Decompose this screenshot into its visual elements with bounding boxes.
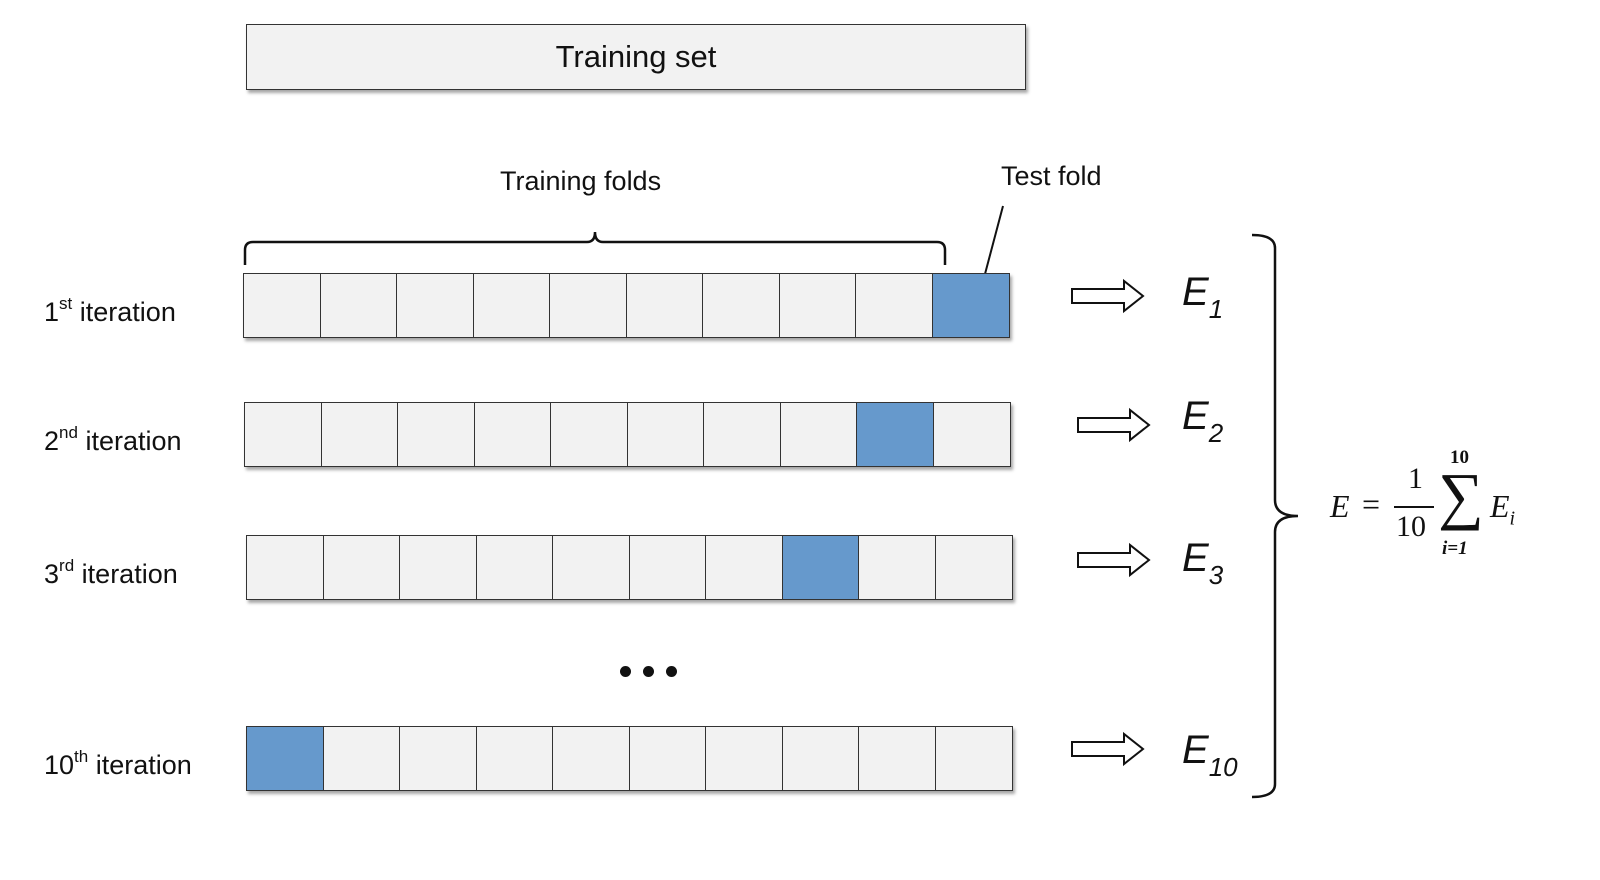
- training-fold-cell: [705, 535, 783, 600]
- fold-row-3: [246, 535, 1013, 600]
- training-fold-cell: [399, 726, 477, 791]
- training-fold-cell: [779, 402, 858, 467]
- right-arrow-icon: [1071, 278, 1145, 314]
- training-fold-cell: [322, 726, 401, 791]
- iteration-label-2: 2nd iteration: [44, 423, 182, 456]
- training-folds-label: Training folds: [500, 166, 662, 196]
- fraction-bar: [1394, 506, 1434, 508]
- right-arrow-icon: [1071, 731, 1145, 767]
- formula-numerator: 1: [1408, 462, 1423, 495]
- training-fold-cell: [396, 273, 474, 338]
- training-fold-cell: [858, 726, 936, 791]
- fold-row-1: [243, 273, 1010, 338]
- training-fold-cell: [703, 402, 781, 467]
- training-set-box: Training set: [246, 24, 1026, 90]
- training-fold-cell: [475, 535, 554, 600]
- training-set-label: Training set: [555, 39, 717, 74]
- training-fold-cell: [934, 726, 1013, 791]
- error-label-10: E10: [1182, 728, 1238, 782]
- fold-row-2: [244, 402, 1011, 467]
- iteration-label-10: 10th iteration: [44, 747, 192, 780]
- ellipsis-dot: [643, 666, 654, 677]
- training-fold-cell: [243, 273, 321, 338]
- training-fold-cell: [473, 402, 552, 467]
- training-fold-cell: [626, 402, 705, 467]
- training-fold-cell: [322, 535, 401, 600]
- error-label-1: E1: [1182, 270, 1224, 324]
- test-fold-cell: [246, 726, 324, 791]
- training-fold-cell: [628, 726, 707, 791]
- ellipsis-dot: [620, 666, 631, 677]
- training-fold-cell: [855, 273, 933, 338]
- formula-equals: =: [1362, 486, 1381, 522]
- training-fold-cell: [472, 273, 551, 338]
- formula-lhs: E: [1330, 488, 1350, 524]
- test-fold-pointer: [984, 205, 1004, 275]
- training-fold-cell: [475, 726, 554, 791]
- training-fold-cell: [552, 535, 630, 600]
- fold-row-10: [246, 726, 1013, 791]
- test-fold-cell: [856, 402, 934, 467]
- iteration-label-3: 3rd iteration: [44, 556, 178, 589]
- formula-term: Ei: [1490, 488, 1516, 530]
- training-fold-cell: [552, 726, 630, 791]
- right-arrow-icon: [1077, 407, 1151, 443]
- training-fold-cell: [932, 402, 1011, 467]
- error-label-3: E3: [1182, 536, 1224, 590]
- test-fold-cell: [781, 535, 860, 600]
- training-folds-brace: [243, 231, 947, 265]
- training-fold-cell: [550, 402, 628, 467]
- ellipsis-dots: [620, 666, 677, 677]
- training-fold-cell: [934, 535, 1013, 600]
- training-fold-cell: [858, 535, 936, 600]
- training-fold-cell: [702, 273, 780, 338]
- training-fold-cell: [628, 535, 707, 600]
- training-fold-cell: [320, 402, 399, 467]
- sum-upper-limit: 10: [1450, 447, 1469, 468]
- training-fold-cell: [244, 402, 322, 467]
- training-fold-cell: [399, 535, 477, 600]
- iteration-label-1: 1st iteration: [44, 294, 176, 327]
- test-fold-label: Test fold: [1001, 161, 1102, 191]
- formula-denominator: 10: [1396, 510, 1426, 543]
- training-fold-cell: [625, 273, 704, 338]
- training-fold-cell: [781, 726, 860, 791]
- training-fold-cell: [397, 402, 475, 467]
- sum-lower-limit: i=1: [1442, 538, 1468, 559]
- average-error-formula: E = 1 10 10 ∑ i=1 Ei: [1326, 447, 1546, 570]
- sigma-symbol: ∑: [1438, 460, 1484, 531]
- training-fold-cell: [549, 273, 627, 338]
- training-fold-cell: [778, 273, 857, 338]
- error-label-2: E2: [1182, 394, 1224, 448]
- training-fold-cell: [705, 726, 783, 791]
- test-fold-cell: [931, 273, 1010, 338]
- errors-bracket: [1251, 233, 1299, 799]
- training-fold-cell: [246, 535, 324, 600]
- ellipsis-dot: [666, 666, 677, 677]
- right-arrow-icon: [1077, 542, 1151, 578]
- training-fold-cell: [319, 273, 398, 338]
